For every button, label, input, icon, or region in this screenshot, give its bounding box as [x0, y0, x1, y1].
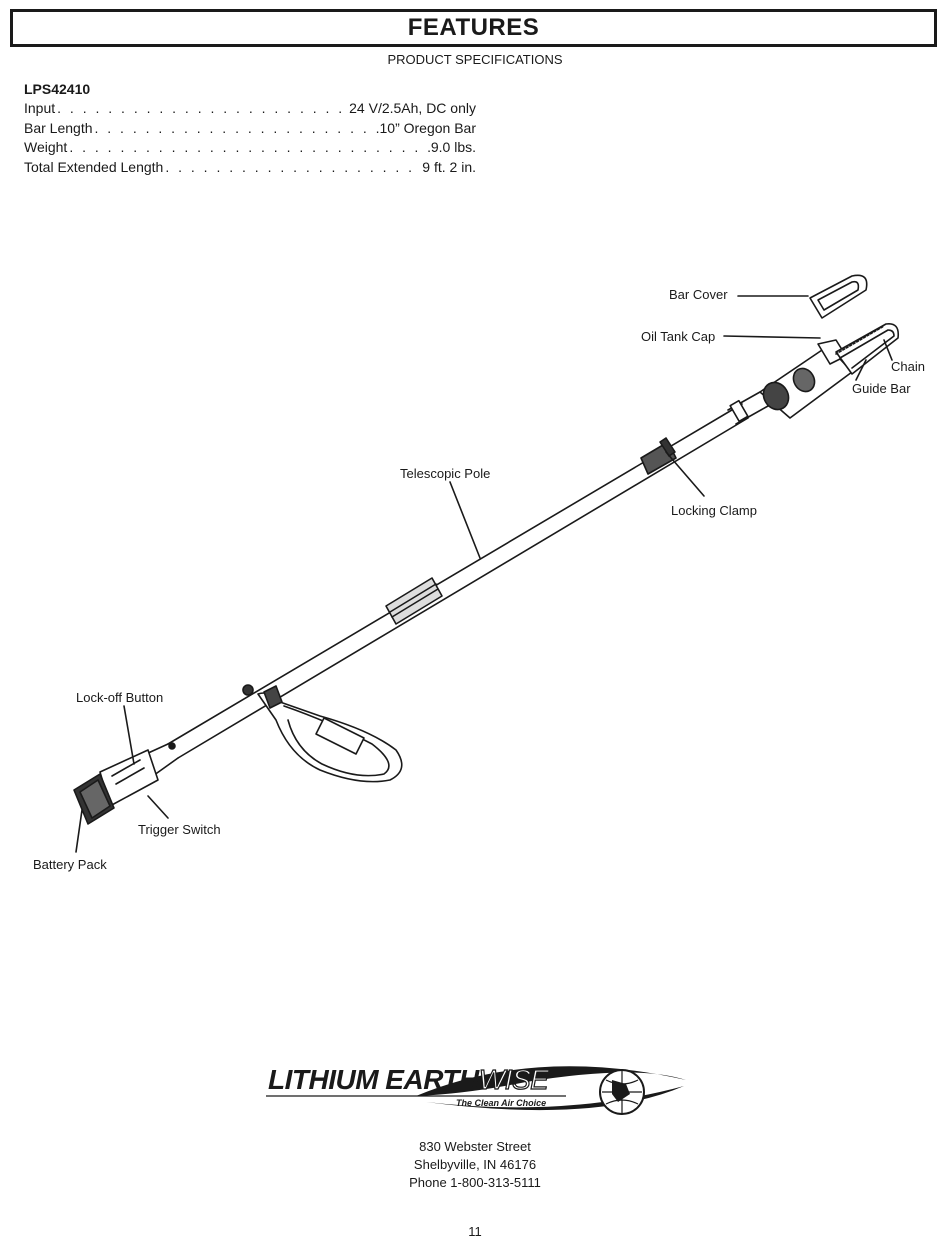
leader-dots: . . . . . . . . . . . . . . . . . . . . …	[69, 139, 431, 155]
spec-label: Total Extended Length	[24, 158, 164, 175]
callout-guide-bar: Guide Bar	[852, 381, 911, 396]
page-number: 11	[468, 1224, 482, 1239]
callout-bar-cover: Bar Cover	[669, 287, 728, 302]
callout-lock-off-button: Lock-off Button	[76, 690, 164, 705]
motor-grille	[762, 381, 790, 411]
spec-label: Input	[24, 100, 56, 116]
logo-swoosh	[266, 1066, 686, 1115]
guide-bar-shape	[835, 322, 900, 375]
spec-row-bar-length: Bar Length . . . . . . . . . . . . . . .…	[24, 119, 476, 139]
leader-dots: . . . . . . . . . . . . . . . . . . . . …	[94, 119, 380, 136]
page-title: FEATURES	[407, 14, 540, 41]
phone-number: Phone 1-800-313-5111	[409, 1175, 541, 1190]
bar-cover-shape	[809, 274, 868, 319]
callout-battery-pack: Battery Pack	[33, 857, 107, 872]
leader-trigger	[147, 795, 169, 819]
spec-row-weight: Weight . . . . . . . . . . . . . . . . .…	[24, 138, 476, 158]
callout-oil-tank-cap: Oil Tank Cap	[641, 329, 716, 344]
section-subtitle: PRODUCT SPECIFICATIONS	[387, 52, 563, 67]
leader-oil-tank-cap	[723, 335, 821, 339]
leader-lock-off	[123, 705, 135, 765]
spec-row-input: Input . . . . . . . . . . . . . . . . . …	[24, 99, 476, 119]
spec-label: Weight	[24, 139, 68, 155]
leader-guide-bar	[855, 359, 867, 381]
spec-value: 9.0 lbs.	[430, 139, 476, 155]
brand-logo: LITHIUM EARTHWISE The Clean Air Choice	[266, 1058, 690, 1124]
brand-accent: WISE	[478, 1063, 549, 1095]
brand-main: LITHIUM EARTH	[268, 1064, 479, 1095]
address-line-1: 830 Webster Street	[419, 1139, 531, 1154]
model-number: LPS42410	[24, 81, 91, 97]
leader-dots: . . . . . . . . . . . . . . . . . . . . …	[57, 100, 349, 116]
spec-value: 24 V/2.5Ah, DC only	[349, 100, 476, 116]
spec-value: 10” Oregon Bar	[379, 119, 477, 136]
leader-locking-clamp	[665, 451, 705, 497]
leader-dots: . . . . . . . . . . . . . . . . . . . . …	[165, 158, 422, 175]
leader-telescopic-pole	[449, 481, 481, 559]
title-box: FEATURES	[10, 9, 937, 47]
leader-chain	[883, 339, 893, 361]
callout-chain: Chain	[891, 359, 925, 374]
address-block: 830 Webster Street Shelbyville, IN 46176…	[0, 1138, 950, 1192]
callout-telescopic-pole: Telescopic Pole	[400, 466, 491, 481]
callout-locking-clamp: Locking Clamp	[671, 503, 757, 518]
callout-trigger-switch: Trigger Switch	[138, 822, 221, 837]
spec-value: 9 ft. 2 in.	[422, 158, 476, 175]
brand-tagline: The Clean Air Choice	[456, 1098, 547, 1108]
spec-label: Bar Length	[24, 119, 93, 136]
leader-battery	[75, 809, 83, 853]
spec-list: Input . . . . . . . . . . . . . . . . . …	[24, 99, 476, 177]
spec-row-total-length: Total Extended Length . . . . . . . . . …	[24, 158, 476, 178]
address-line-2: Shelbyville, IN 46176	[413, 1157, 537, 1172]
